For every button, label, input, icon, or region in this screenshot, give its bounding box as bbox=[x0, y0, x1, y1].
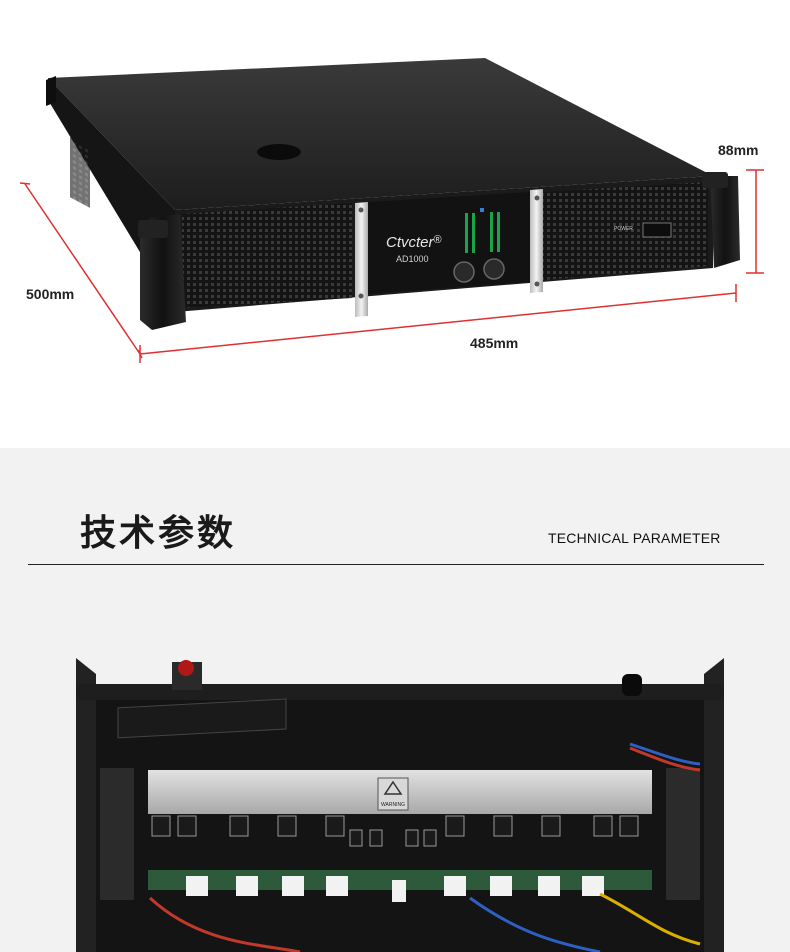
depth-dimension: 500mm bbox=[26, 286, 75, 302]
amplifier-illustration bbox=[19, 58, 764, 363]
product-hero-image: Ctvcter® AD1000 POWER 500mm 485mm 88mm bbox=[0, 0, 790, 448]
dimension-lines bbox=[19, 169, 764, 363]
brand-logo: Ctvcter® AD1000 bbox=[386, 234, 442, 264]
top-vent-hole bbox=[257, 144, 301, 160]
level-meters bbox=[465, 208, 500, 253]
power-label: POWER bbox=[614, 226, 633, 232]
gain-knob-a bbox=[453, 261, 475, 283]
brand-name: Ctvcter bbox=[386, 234, 434, 251]
top-cover bbox=[48, 58, 713, 210]
power-switch bbox=[642, 222, 672, 238]
section-divider bbox=[28, 564, 764, 565]
height-dimension: 88mm bbox=[718, 142, 759, 158]
brand-registered-mark: ® bbox=[433, 234, 442, 246]
width-dimension: 485mm bbox=[470, 335, 519, 351]
technical-section: 技术参数 TECHNICAL PARAMETER bbox=[0, 448, 790, 952]
gain-knob-b bbox=[483, 258, 505, 280]
model-name: AD1000 bbox=[396, 254, 429, 264]
warning-text: WARNING bbox=[381, 802, 405, 808]
section-title-zh: 技术参数 bbox=[80, 513, 237, 554]
section-title-en: TECHNICAL PARAMETER bbox=[548, 530, 721, 546]
right-rack-handle bbox=[710, 176, 740, 268]
amplifier-internal-image: WARNING bbox=[76, 658, 724, 952]
left-grille bbox=[182, 203, 352, 308]
left-rack-handle bbox=[140, 214, 186, 330]
right-grille bbox=[543, 182, 708, 280]
